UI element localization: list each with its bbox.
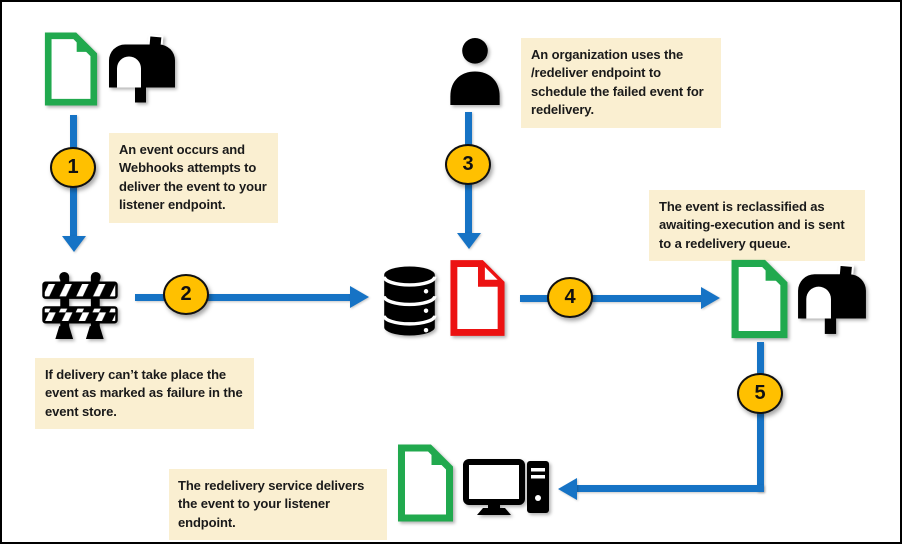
note-text: The event is reclassified as <box>659 199 825 214</box>
step-number: 4 <box>564 286 576 308</box>
computer-icon <box>463 459 551 515</box>
step-badge-4: 4 <box>547 277 593 318</box>
note-text: and is sent to a redelivery queue. <box>659 217 845 251</box>
note-bold-text: awaiting-execution <box>659 217 775 233</box>
arrow-step4-head <box>701 287 720 309</box>
step-number: 1 <box>67 156 79 178</box>
step-badge-1: 1 <box>50 147 96 188</box>
arrow-step1-head <box>62 236 86 252</box>
note-step2: If delivery can’t take place the event a… <box>35 358 254 430</box>
delivered-document-icon <box>395 444 456 522</box>
note-bold-text: failure <box>166 385 206 401</box>
mailbox-icon <box>109 34 175 105</box>
person-icon <box>448 38 502 105</box>
arrow-step5-hline <box>575 485 764 492</box>
arrow-step2-line <box>135 294 351 301</box>
note-step4: The event is reclassified as awaiting-ex… <box>649 190 865 262</box>
note-step3: An organization uses the /redeliver endp… <box>521 38 721 128</box>
step-number: 2 <box>180 283 192 305</box>
note-text: If delivery can’t take place the event a… <box>45 367 227 401</box>
database-icon <box>382 265 437 337</box>
step-number: 3 <box>462 153 474 175</box>
note-step5: The redelivery service delivers the even… <box>169 469 387 541</box>
arrow-step5-head <box>558 478 577 500</box>
note-text: An organization uses the /redeliver endp… <box>531 47 704 118</box>
arrow-step3-head <box>457 233 481 249</box>
redelivery-document-icon <box>729 259 790 339</box>
note-text: in the event store. <box>45 385 243 419</box>
arrow-step5-vline <box>757 342 764 492</box>
mailbox-icon <box>798 263 866 336</box>
note-text: An event occurs and Webhooks attempts to… <box>119 142 267 213</box>
step-badge-5: 5 <box>737 373 783 414</box>
step-number: 5 <box>754 382 766 404</box>
arrow-step4-line <box>520 295 702 302</box>
step-badge-3: 3 <box>445 144 491 185</box>
event-document-icon <box>42 32 100 106</box>
barricade-icon <box>41 268 119 339</box>
arrow-step2-head <box>350 286 369 308</box>
failed-document-icon <box>448 259 507 337</box>
note-text: The redelivery service delivers the even… <box>178 478 365 530</box>
step-badge-2: 2 <box>163 274 209 315</box>
note-step1: An event occurs and Webhooks attempts to… <box>109 133 278 223</box>
